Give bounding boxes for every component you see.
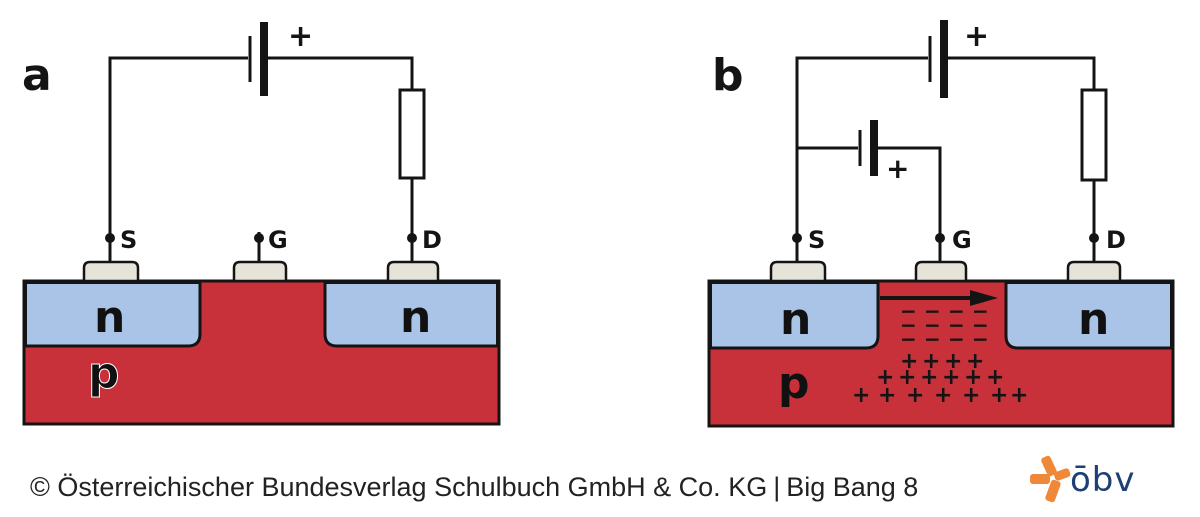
hole-plus: + <box>920 365 938 390</box>
publisher-logo-text: ōbv <box>1070 460 1136 500</box>
hole-plus: + <box>986 365 1004 390</box>
source-label: S <box>808 226 825 254</box>
electron-minus: − <box>972 313 989 337</box>
electron-minus: − <box>900 313 917 337</box>
copyright-footer: © Österreichischer Bundesverlag Schulbuc… <box>30 472 918 503</box>
left-n-region <box>709 281 880 350</box>
hole-plus: + <box>964 365 982 390</box>
right-n-region <box>1004 281 1173 350</box>
electron-minus: − <box>924 299 941 323</box>
panel-b: b + + S G D <box>707 19 1175 428</box>
source-contact <box>82 260 140 283</box>
logo-mark-icon <box>1030 456 1071 503</box>
book-title: Big Bang 8 <box>786 472 919 502</box>
hole-plus: + <box>1010 383 1028 408</box>
left-n-label: n <box>780 294 811 345</box>
p-label: p <box>88 348 120 399</box>
panel-a: a + S G D n n <box>22 19 501 426</box>
gate-contact <box>914 260 968 283</box>
hole-plus: + <box>906 383 924 408</box>
hole-plus: + <box>966 349 984 374</box>
gate-label: G <box>268 226 288 254</box>
drain-label: D <box>422 226 442 254</box>
hole-plus: + <box>876 365 894 390</box>
source-terminal-dot <box>105 233 115 243</box>
battery-plus-sign: + <box>964 19 989 54</box>
gate-terminal-dot <box>254 233 264 243</box>
panel-b-label: b <box>712 50 744 101</box>
publisher-logo <box>1030 456 1071 503</box>
electron-minus: − <box>924 313 941 337</box>
induced-holes: +++++++++++++++++ <box>852 349 1028 408</box>
hole-plus: + <box>900 349 918 374</box>
left-n-label: n <box>94 292 125 343</box>
electron-minus: − <box>948 327 965 351</box>
source-terminal-dot <box>792 233 802 243</box>
right-n-label: n <box>1078 294 1109 345</box>
left-n-region <box>24 281 202 348</box>
gate-battery-symbol <box>858 120 878 176</box>
gate-battery-plus-sign: + <box>886 152 909 185</box>
right-n-region <box>323 281 499 348</box>
hole-plus: + <box>852 383 870 408</box>
source-label: S <box>120 226 137 254</box>
mosfet-diagram: a + S G D n n <box>22 19 1175 428</box>
source-contact <box>769 260 827 283</box>
electron-minus: − <box>924 327 941 351</box>
hole-plus: + <box>942 365 960 390</box>
panel-a-label: a <box>22 50 52 101</box>
drain-terminal-dot <box>407 233 417 243</box>
hole-plus: + <box>922 349 940 374</box>
channel-electrons: −−−−−−−−−−−− <box>900 299 989 351</box>
electron-minus: − <box>900 327 917 351</box>
p-label: p <box>778 358 810 409</box>
drain-contact <box>386 260 440 283</box>
right-n-label: n <box>400 292 431 343</box>
electron-minus: − <box>972 299 989 323</box>
battery-plus-sign: + <box>288 19 313 54</box>
drain-terminal-dot <box>1089 233 1099 243</box>
resistor <box>398 88 426 180</box>
hole-plus: + <box>944 349 962 374</box>
electron-flow-arrow <box>880 290 998 306</box>
resistor <box>1080 88 1108 182</box>
copyright-text: © Österreichischer Bundesverlag Schulbuc… <box>30 472 768 502</box>
battery-symbol <box>928 20 948 98</box>
gate-terminal-dot <box>935 233 945 243</box>
gate-contact <box>232 260 288 283</box>
drain-contact <box>1066 260 1122 283</box>
gate-label: G <box>952 226 972 254</box>
electron-minus: − <box>972 327 989 351</box>
battery-symbol <box>248 22 268 96</box>
electron-minus: − <box>900 299 917 323</box>
electron-minus: − <box>948 313 965 337</box>
hole-plus: + <box>898 365 916 390</box>
hole-plus: + <box>962 383 980 408</box>
hole-plus: + <box>934 383 952 408</box>
drain-label: D <box>1106 226 1126 254</box>
footer-separator: | <box>773 472 781 502</box>
hole-plus: + <box>878 383 896 408</box>
electron-minus: − <box>948 299 965 323</box>
hole-plus: + <box>990 383 1008 408</box>
